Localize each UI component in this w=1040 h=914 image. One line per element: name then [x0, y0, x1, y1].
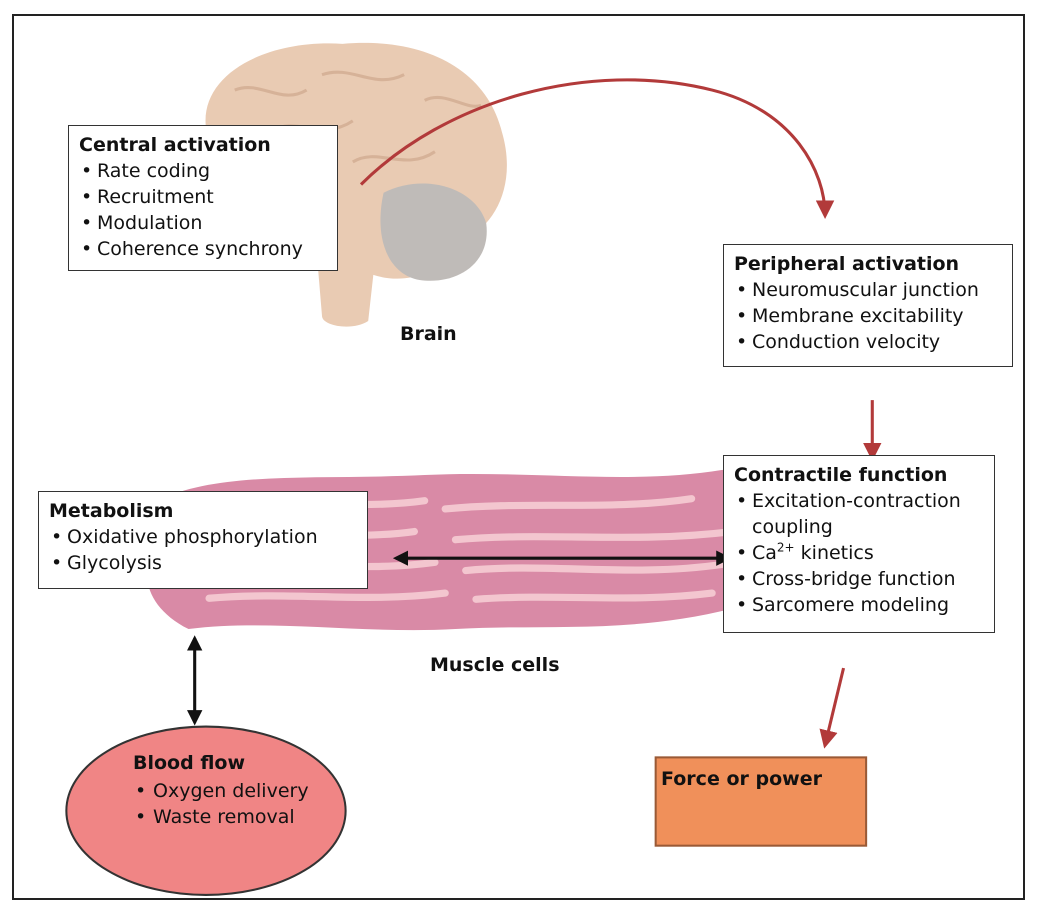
metabolism-box: Metabolism Oxidative phosphorylation Gly…	[38, 491, 368, 589]
contractile-to-force-arrow	[819, 667, 846, 749]
ca-superscript: 2+	[776, 540, 795, 555]
metabolism-title: Metabolism	[49, 500, 174, 522]
list-item: Membrane excitability	[734, 303, 1002, 329]
excitation-contraction-text: Excitation-contraction	[752, 490, 961, 512]
force-or-power-label: Force or power	[661, 768, 822, 790]
list-item: Excitation-contraction coupling	[734, 488, 984, 540]
list-item: Neuromuscular junction	[734, 277, 1002, 303]
list-item: Coherence synchrony	[79, 236, 327, 262]
muscle-cells-label: Muscle cells	[430, 654, 560, 676]
list-item: Cross-bridge function	[734, 566, 984, 592]
blood-flow-title: Blood flow	[133, 752, 246, 774]
brain-label: Brain	[400, 323, 457, 345]
peripheral-activation-title: Peripheral activation	[734, 253, 960, 275]
contractile-function-title: Contractile function	[734, 464, 948, 486]
list-item: Sarcomere modeling	[734, 592, 984, 618]
list-item: Conduction velocity	[734, 329, 1002, 355]
central-activation-title: Central activation	[79, 134, 271, 156]
ca-rest: kinetics	[794, 542, 874, 564]
list-item: Glycolysis	[49, 550, 357, 576]
list-item: Oxidative phosphorylation	[49, 524, 357, 550]
coupling-text: coupling	[752, 516, 833, 538]
list-item: Ca2+ kinetics	[734, 540, 984, 566]
ca-base: Ca	[752, 542, 777, 564]
brain-illustration	[205, 42, 507, 327]
list-item: Recruitment	[79, 184, 327, 210]
contractile-function-box: Contractile function Excitation-contract…	[723, 455, 995, 633]
list-item: Rate coding	[79, 158, 327, 184]
diagram-frame: Central activation Rate coding Recruitme…	[12, 14, 1025, 900]
central-activation-box: Central activation Rate coding Recruitme…	[68, 125, 338, 271]
list-item: Waste removal	[133, 804, 309, 830]
list-item: Modulation	[79, 210, 327, 236]
peripheral-activation-box: Peripheral activation Neuromuscular junc…	[723, 244, 1013, 367]
list-item: Oxygen delivery	[133, 778, 309, 804]
central-to-peripheral-arrow	[359, 78, 835, 220]
force-box	[654, 756, 868, 847]
blood-flow-list: Oxygen delivery Waste removal	[133, 778, 309, 830]
